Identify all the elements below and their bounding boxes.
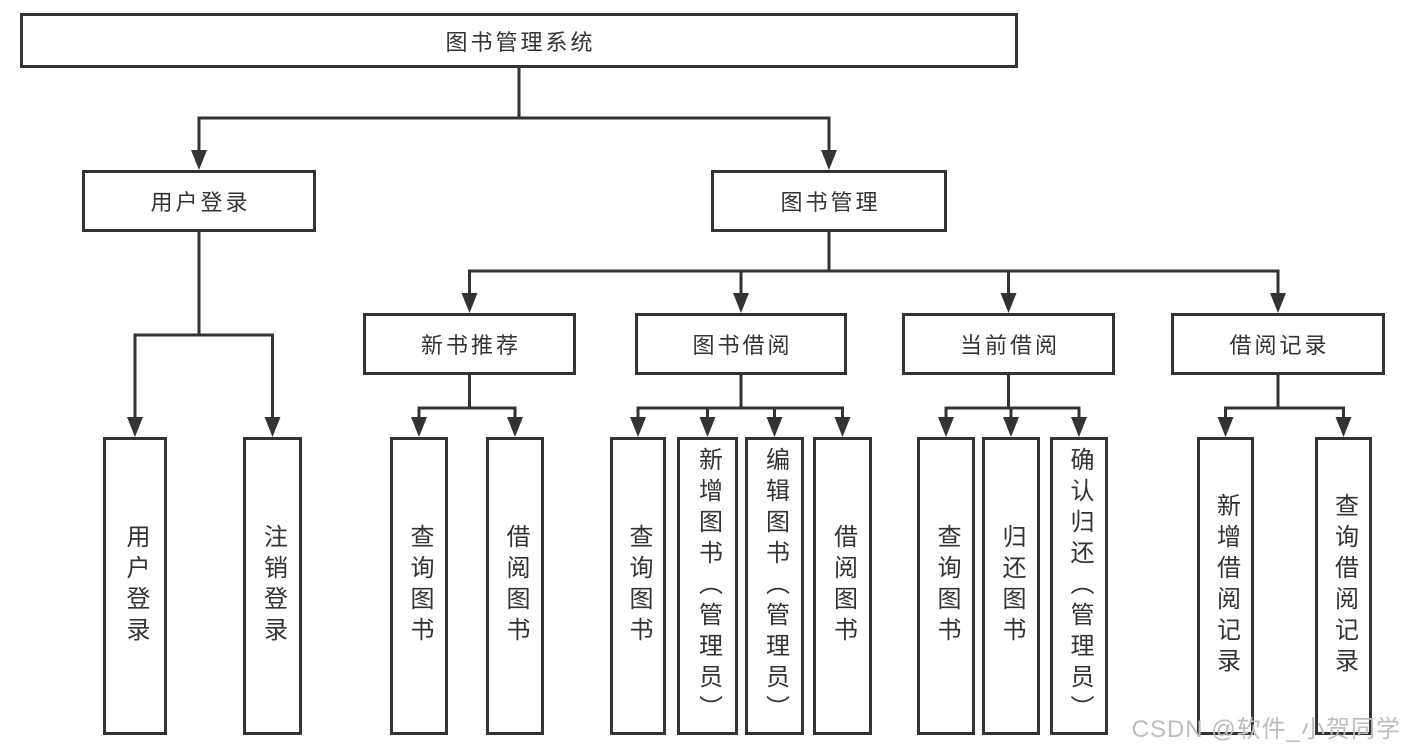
connector-node-current-borrowing: [938, 373, 1087, 437]
arrowhead: [699, 417, 716, 437]
node-book-borrowing: 图书借阅: [635, 313, 847, 375]
node-book-borrowing-label: 图书借阅: [692, 333, 793, 358]
connector-node-borrowing-records: [1217, 373, 1352, 437]
arrowhead: [834, 417, 851, 437]
connector-node-book-management-module: [461, 230, 1286, 313]
node-borrow-books-recommend: 借阅图书: [486, 437, 544, 735]
node-library-system-label: 图书管理系统: [445, 29, 596, 55]
node-query-borrow-record: 查询借阅记录: [1315, 437, 1372, 735]
arrowhead: [766, 417, 783, 437]
node-confirm-return-admin-label: 确认归还（管理员）: [1066, 446, 1093, 726]
arrowhead: [507, 417, 523, 437]
node-return-books-label: 归还图书: [998, 524, 1025, 648]
node-query-books-recommend-label: 查询图书: [406, 524, 433, 648]
node-user-login-module-label: 用户登录: [150, 190, 251, 215]
node-edit-books-admin: 编辑图书（管理员）: [745, 437, 804, 735]
node-borrow-books-recommend-label: 借阅图书: [502, 524, 529, 648]
node-borrow-books-borrowing: 借阅图书: [813, 437, 872, 735]
node-current-borrowing-label: 当前借阅: [959, 333, 1060, 358]
arrowhead: [1217, 417, 1234, 437]
node-current-borrowing: 当前借阅: [902, 313, 1115, 375]
connector-node-new-book-recommendation: [411, 373, 523, 437]
arrowhead: [1335, 417, 1352, 437]
node-logout-login: 注销登录: [243, 437, 302, 735]
arrowhead: [1071, 417, 1087, 437]
node-query-borrow-record-label: 查询借阅记录: [1330, 493, 1358, 679]
node-query-books-recommend: 查询图书: [390, 437, 448, 735]
node-new-book-recommendation-label: 新书推荐: [420, 333, 521, 358]
connector-node-user-login-module: [127, 230, 281, 437]
node-confirm-return-admin: 确认归还（管理员）: [1050, 437, 1108, 735]
node-query-books-borrowing-label: 查询图书: [625, 524, 652, 648]
node-edit-books-admin-label: 编辑图书（管理员）: [761, 446, 789, 726]
node-query-books-borrowing: 查询图书: [610, 437, 666, 735]
node-borrowing-records: 借阅记录: [1171, 313, 1385, 375]
arrowhead: [938, 417, 954, 437]
node-new-book-recommendation: 新书推荐: [363, 313, 576, 375]
node-return-books: 归还图书: [982, 437, 1040, 735]
arrowhead: [191, 150, 207, 170]
arrowhead: [733, 293, 749, 313]
arrowhead: [1003, 417, 1019, 437]
node-add-books-admin-label: 新增图书（管理员）: [694, 446, 722, 726]
node-query-books-current: 查询图书: [917, 437, 975, 735]
arrowhead: [1000, 293, 1017, 313]
node-add-books-admin: 新增图书（管理员）: [677, 437, 738, 735]
watermark: CSDN @软件_小贺同学: [1131, 716, 1401, 743]
arrowhead: [821, 150, 837, 170]
node-add-borrow-record: 新增借阅记录: [1197, 437, 1254, 735]
node-query-books-current-label: 查询图书: [933, 524, 960, 648]
node-borrow-books-borrowing-label: 借阅图书: [829, 524, 857, 648]
arrowhead: [127, 417, 143, 437]
arrowhead: [461, 293, 478, 313]
node-add-borrow-record-label: 新增借阅记录: [1212, 493, 1240, 679]
arrowhead: [264, 417, 281, 437]
node-user-login-label: 用户登录: [122, 524, 149, 648]
node-book-management-module-label: 图书管理: [780, 190, 881, 215]
node-library-system: 图书管理系统: [20, 13, 1018, 68]
arrowhead: [411, 417, 427, 437]
connector-node-library-system: [191, 66, 837, 170]
arrowhead: [630, 417, 646, 437]
node-user-login: 用户登录: [103, 437, 167, 735]
node-borrowing-records-label: 借阅记录: [1229, 333, 1330, 358]
node-user-login-module: 用户登录: [82, 170, 316, 232]
arrowhead: [1270, 293, 1286, 313]
connector-node-book-borrowing: [630, 373, 851, 437]
node-logout-login-label: 注销登录: [259, 524, 287, 648]
node-book-management-module: 图书管理: [711, 170, 947, 232]
